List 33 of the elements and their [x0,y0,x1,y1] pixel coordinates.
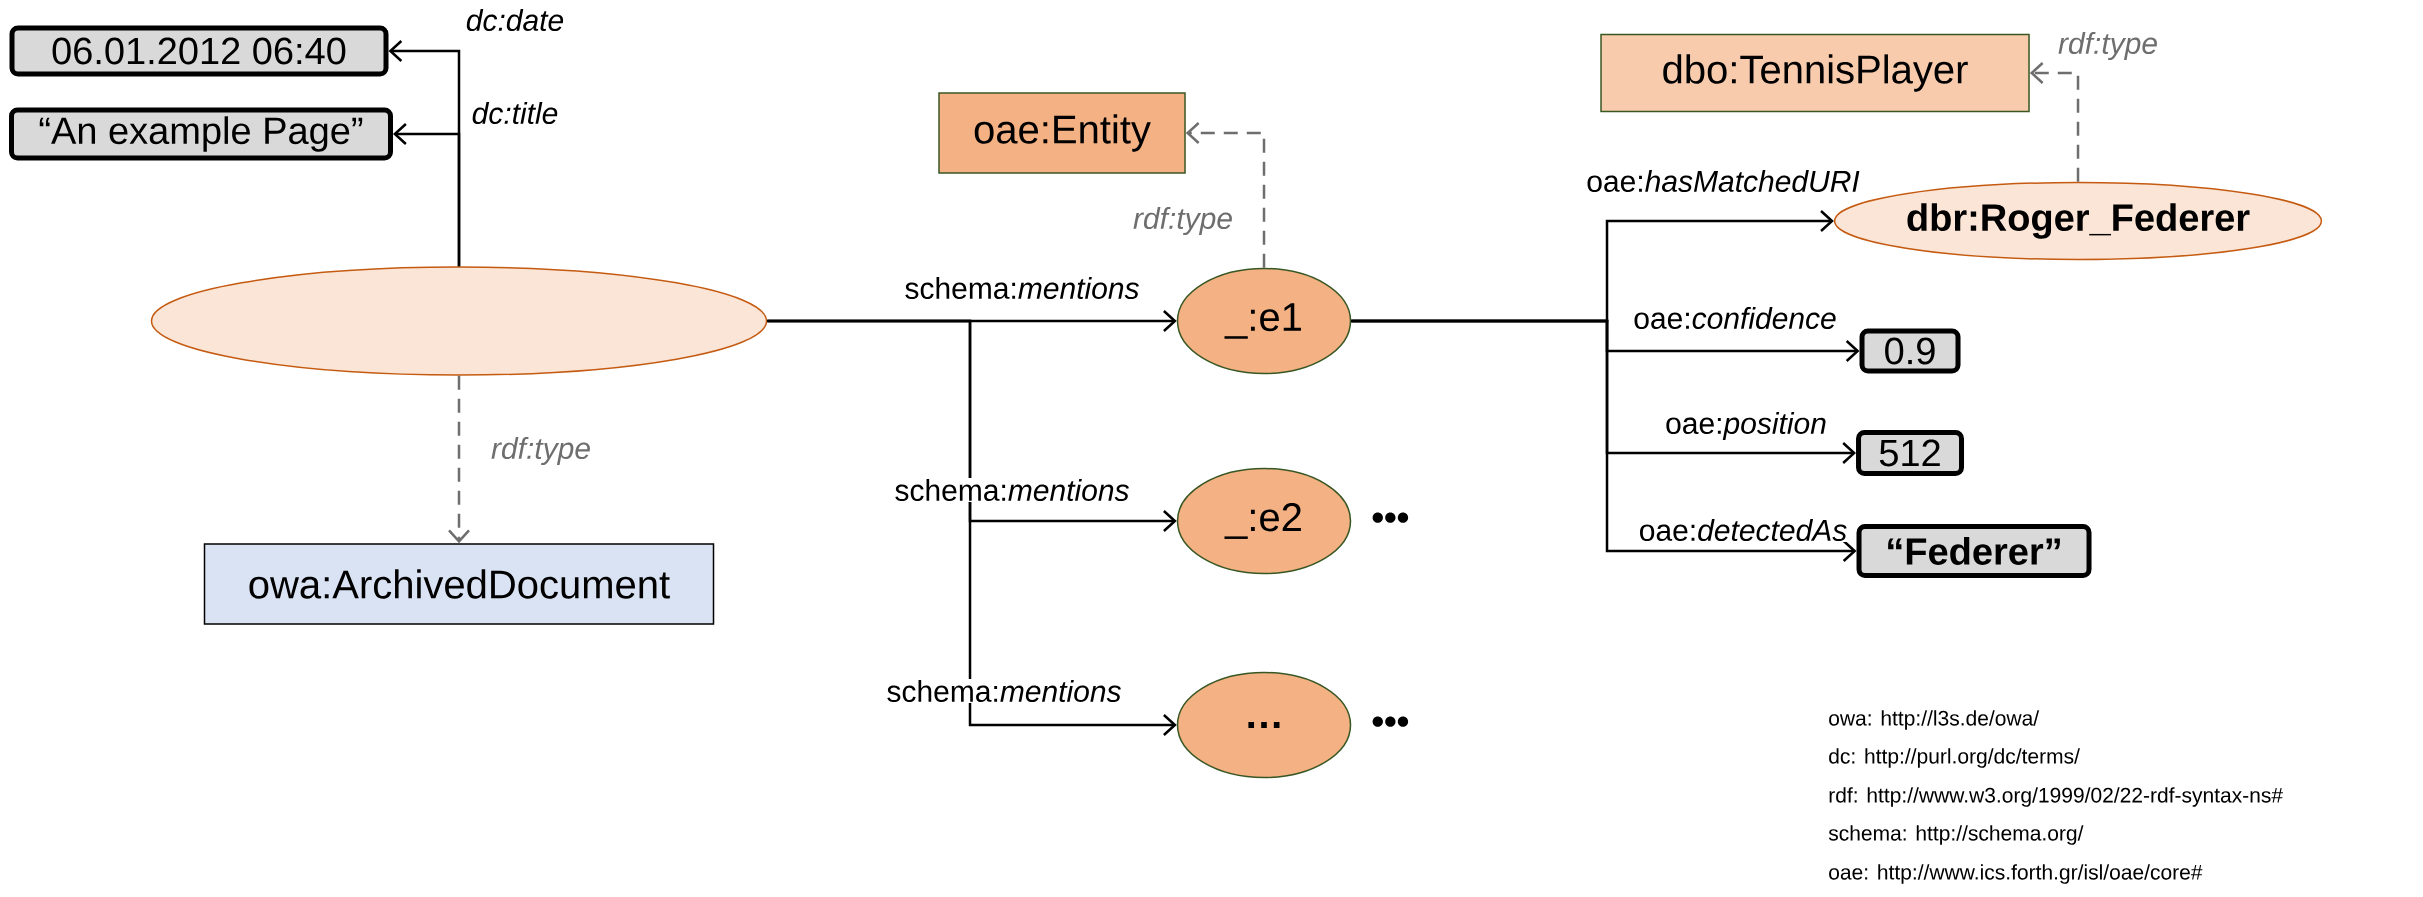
class-box: dbo:TennisPlayer [1600,33,2030,113]
arrow [1185,122,1266,268]
arrow [2029,62,2080,182]
literal-box: “Federer” [1856,524,2092,578]
literal-box: 512 [1856,430,1964,476]
edge-label: oae:confidence [1634,307,1836,330]
prefix-note: owa: http://l3s.de/owa/ [1829,710,2040,730]
edge-label: schema:mentions [887,680,1121,703]
class-box: owa:ArchivedDocument [203,543,715,625]
edge-label: oae:detectedAs [1640,519,1847,542]
ellipse [150,266,768,376]
edge-label: rdf:type [2058,32,2157,60]
edge-label: schema:mentions [895,479,1129,502]
arrow [1351,319,1857,562]
prefix-note: oae: http://www.ics.forth.gr/isl/oae/core# [1829,864,2203,884]
edge-label: schema:mentions [905,277,1139,299]
class-box: oae:Entity [938,92,1186,174]
edge-label: dc:date [466,9,564,32]
prefix-note: rdf: http://www.w3.org/1999/02/22-rdf-syntax-ns# [1829,787,2283,807]
literal-box: 06.01.2012 06:40 [9,25,389,77]
literal-box: “An example Page” [9,107,393,161]
edge-label: rdf:type [491,437,590,465]
literal-box: 0.9 [1859,328,1961,374]
edge-label: rdf:type [1133,207,1232,235]
prefix-note: schema: http://schema.org/ [1828,825,2084,845]
ellipsis-dots: ••• [1372,716,1409,727]
prefix-note: dc: http://purl.org/dc/terms/ [1829,748,2080,768]
ellipsis-dots: ••• [1372,512,1409,523]
edge-label: oae:position [1666,412,1826,440]
arrow [448,375,470,544]
arrow [767,319,1177,736]
arrow [393,123,461,267]
edge-label: dc:title [472,102,558,125]
